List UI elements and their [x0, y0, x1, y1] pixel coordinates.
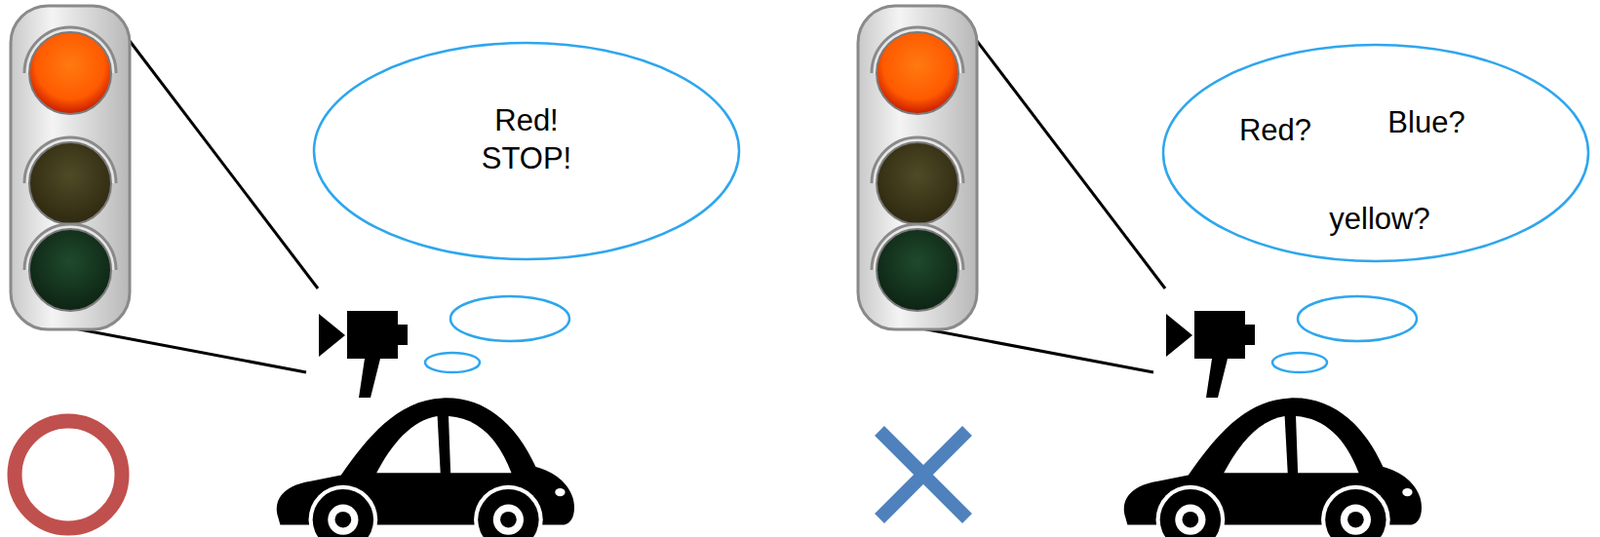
bubble-text: Blue? — [1367, 104, 1485, 143]
thought-bubble: Red? Blue? yellow? — [1161, 42, 1591, 264]
correct-mark — [14, 421, 122, 529]
cross-stroke — [879, 430, 968, 519]
bubble-ellipse — [313, 42, 740, 260]
bubble-text: Red? — [1216, 112, 1334, 151]
bubble-ellipse — [1163, 44, 1589, 262]
thought-bubble: Red! STOP! — [312, 40, 742, 262]
wrong-mark — [879, 430, 968, 519]
bubble-text: Red! STOP! — [463, 102, 590, 179]
bubble-text: yellow? — [1306, 200, 1453, 239]
cross-stroke — [879, 430, 968, 519]
